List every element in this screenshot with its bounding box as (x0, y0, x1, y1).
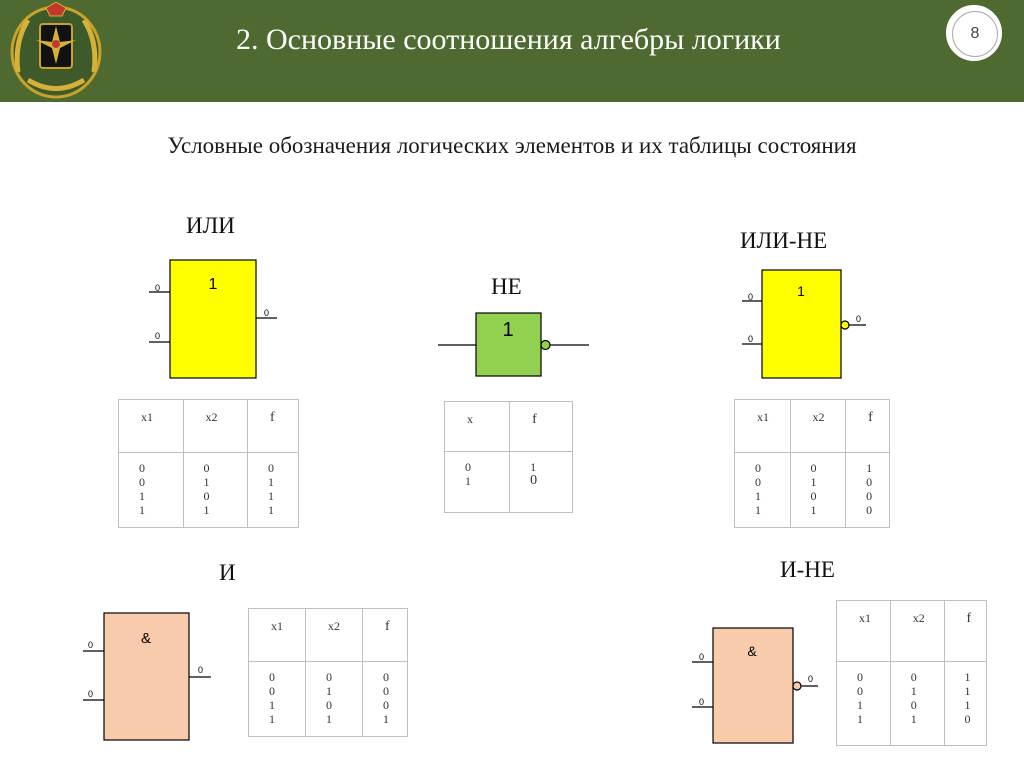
nand-gate-input-1-value: 0 (699, 652, 704, 662)
table-header: f (509, 401, 573, 452)
not-gate-body (475, 312, 542, 377)
military-emblem-icon (6, 2, 106, 100)
nand-gate-input-2-value: 0 (699, 697, 704, 707)
and-gate-input-1-value: 0 (88, 640, 93, 650)
or-gate: 1 0 0 0 (149, 259, 277, 379)
or-gate-input-2-value: 0 (155, 331, 160, 341)
nor-gate-input-1-value: 0 (748, 292, 753, 302)
table-header: x2 (889, 600, 945, 662)
gate-label-nor: ИЛИ-НЕ (740, 228, 828, 253)
and-gate-symbol: & (141, 630, 151, 647)
nand-gate-symbol: & (747, 643, 757, 659)
table-header: x2 (304, 608, 363, 662)
or-gate-input-1-value: 0 (155, 283, 160, 293)
gate-label-or: ИЛИ (186, 213, 235, 238)
slide-subtitle: Условные обозначения логических элементо… (167, 133, 857, 158)
nand-gate-inversion-bubble (792, 681, 802, 691)
nor-gate-symbol: 1 (797, 283, 805, 299)
not-gate-symbol: 1 (502, 319, 513, 341)
header-bar: 2. Основные соотношения алгебры логики 8 (0, 0, 1024, 102)
not-gate-inversion-bubble (540, 339, 551, 351)
table-header: x1 (118, 399, 184, 453)
nand-gate: & 0 0 0 (692, 627, 818, 744)
and-gate-output-value: 0 (198, 665, 203, 675)
gate-label-not: НЕ (491, 274, 522, 299)
gate-label-nand: И-НЕ (780, 557, 835, 582)
table-header: f (845, 399, 890, 453)
nor-gate-inversion-bubble (840, 320, 850, 330)
table-header: x2 (182, 399, 248, 453)
and-gate-body (103, 612, 190, 741)
table-header: x1 (248, 608, 306, 662)
table-header: f (943, 600, 987, 662)
page-number: 8 (952, 11, 998, 57)
table-header: x2 (789, 399, 847, 453)
nand-gate-output-value: 0 (808, 674, 813, 684)
nand-gate-body (712, 627, 794, 744)
or-gate-body (169, 259, 257, 379)
table-header: x1 (734, 399, 791, 453)
page-title: 2. Основные соотношения алгебры логики (236, 23, 781, 56)
or-gate-symbol: 1 (209, 276, 218, 293)
nor-gate-input-2-value: 0 (748, 334, 753, 344)
table-header: f (247, 399, 299, 453)
table-header: f (361, 608, 409, 662)
not-gate: 1 (438, 312, 589, 377)
and-gate-input-2-value: 0 (88, 689, 93, 699)
and-gate: & 0 0 0 (83, 612, 211, 741)
nor-gate-output-value: 0 (856, 314, 861, 324)
table-header: x1 (836, 600, 891, 662)
page-number-badge: 8 (946, 5, 1002, 61)
nor-gate: 1 0 0 0 (742, 269, 866, 379)
or-gate-output-value: 0 (264, 308, 269, 318)
gate-label-and: И (219, 560, 236, 585)
table-header: x (443, 401, 511, 452)
